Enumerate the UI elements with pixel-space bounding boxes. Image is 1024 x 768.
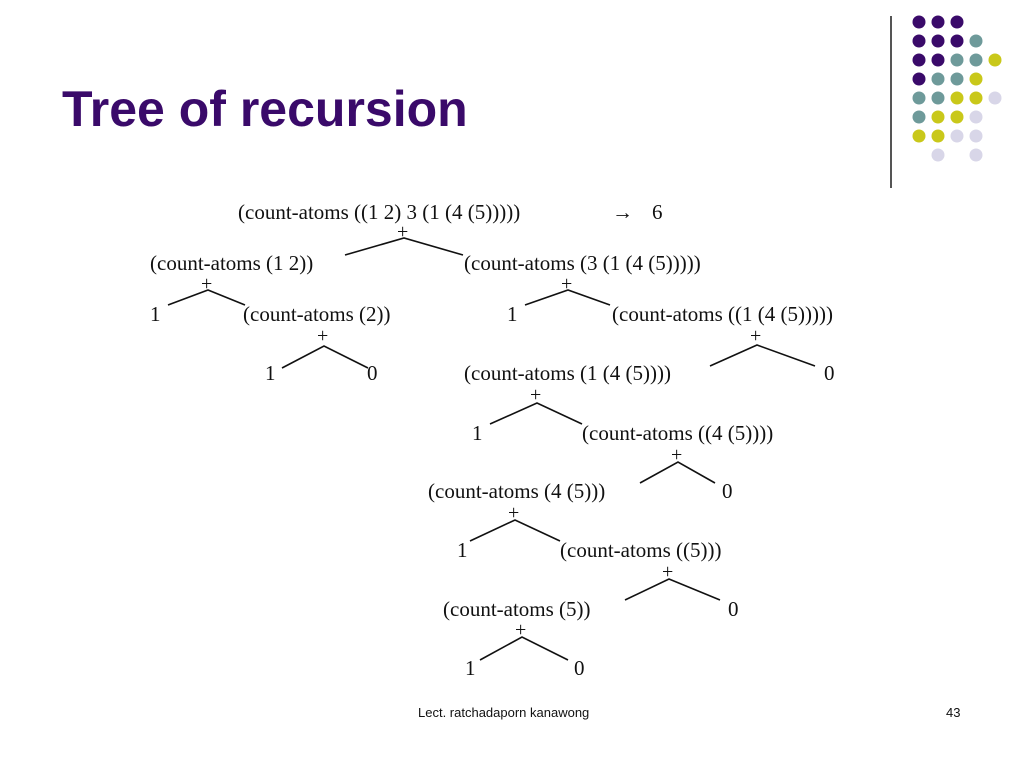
decorative-dot	[912, 72, 926, 86]
footer-author: Lect. ratchadaporn kanawong	[418, 705, 590, 720]
decorative-dot	[931, 72, 945, 86]
plus-right2: +	[750, 325, 762, 347]
arrow-icon: →	[612, 200, 633, 224]
decorative-dot	[969, 110, 983, 124]
decorative-dot	[969, 34, 983, 48]
branch-root	[344, 237, 464, 256]
decorative-dot	[931, 148, 945, 162]
decorative-dot	[969, 53, 983, 67]
page-number: 43	[946, 705, 961, 720]
plus-root: +	[397, 221, 409, 243]
decorative-dot	[912, 110, 926, 124]
decorative-dot	[950, 15, 964, 29]
decorative-dot	[931, 91, 945, 105]
divider-line	[890, 16, 892, 188]
plus-right6: +	[662, 561, 674, 583]
branch-right3	[489, 402, 583, 425]
branch-left1	[167, 289, 246, 306]
node-right-zero1: 0	[824, 361, 835, 385]
plus-right1: +	[561, 273, 573, 295]
node-right-one2: 1	[472, 421, 483, 445]
decorative-dot-grid	[912, 15, 1002, 162]
decorative-dot	[931, 110, 945, 124]
node-right-zero3: 0	[728, 597, 739, 621]
node-right-zero4: 0	[574, 656, 585, 680]
decorative-dot	[950, 129, 964, 143]
plus-left1: +	[201, 273, 213, 295]
decorative-dot	[969, 91, 983, 105]
decorative-dot	[950, 34, 964, 48]
decorative-dot	[950, 91, 964, 105]
node-right-ca5: (count-atoms ((5)))	[560, 538, 722, 562]
node-left-one: 1	[150, 302, 161, 326]
node-right-ca6: (count-atoms (5))	[443, 597, 591, 621]
node-right-ca: (count-atoms ((1 (4 (5)))))	[612, 302, 833, 326]
node-right1: (count-atoms (3 (1 (4 (5)))))	[464, 251, 701, 275]
node-right-ca3: (count-atoms ((4 (5))))	[582, 421, 774, 445]
node-right-one4: 1	[465, 656, 476, 680]
decorative-dot	[931, 129, 945, 143]
plus-left2: +	[317, 325, 329, 347]
branch-right6	[624, 578, 721, 601]
decorative-dot	[988, 53, 1002, 67]
branch-right7	[479, 636, 569, 661]
decorative-dot	[950, 110, 964, 124]
decorative-dot	[912, 34, 926, 48]
node-right-zero2: 0	[722, 479, 733, 503]
node-left-zero: 0	[367, 361, 378, 385]
slide-title: Tree of recursion	[62, 81, 468, 137]
node-left1: (count-atoms (1 2))	[150, 251, 314, 275]
node-left-ca2: (count-atoms (2))	[243, 302, 391, 326]
decorative-dot	[912, 15, 926, 29]
decorative-dot	[931, 53, 945, 67]
branch-right5	[469, 519, 561, 542]
decorative-dot	[969, 148, 983, 162]
plus-right4: +	[671, 444, 683, 466]
node-left-one-b: 1	[265, 361, 276, 385]
branch-right1	[524, 289, 611, 306]
plus-right7: +	[515, 619, 527, 641]
node-right-one: 1	[507, 302, 518, 326]
branch-left2	[281, 345, 369, 369]
decorative-dot	[912, 129, 926, 143]
decorative-dot	[988, 91, 1002, 105]
branch-right2	[709, 344, 816, 367]
decorative-dot	[950, 72, 964, 86]
decorative-dot	[931, 15, 945, 29]
decorative-dot	[912, 91, 926, 105]
decorative-dot	[950, 53, 964, 67]
plus-right3: +	[530, 384, 542, 406]
decorative-dot	[912, 53, 926, 67]
decorative-dot	[969, 72, 983, 86]
node-right-one3: 1	[457, 538, 468, 562]
branch-right4	[639, 461, 716, 484]
node-right-ca4: (count-atoms (4 (5)))	[428, 479, 606, 503]
decorative-dot	[969, 129, 983, 143]
node-right-ca2: (count-atoms (1 (4 (5))))	[464, 361, 672, 385]
node-root: (count-atoms ((1 2) 3 (1 (4 (5)))))	[238, 200, 521, 224]
decorative-dot	[931, 34, 945, 48]
node-result: 6	[652, 200, 663, 224]
plus-right5: +	[508, 502, 520, 524]
recursion-tree-lines	[167, 237, 816, 661]
